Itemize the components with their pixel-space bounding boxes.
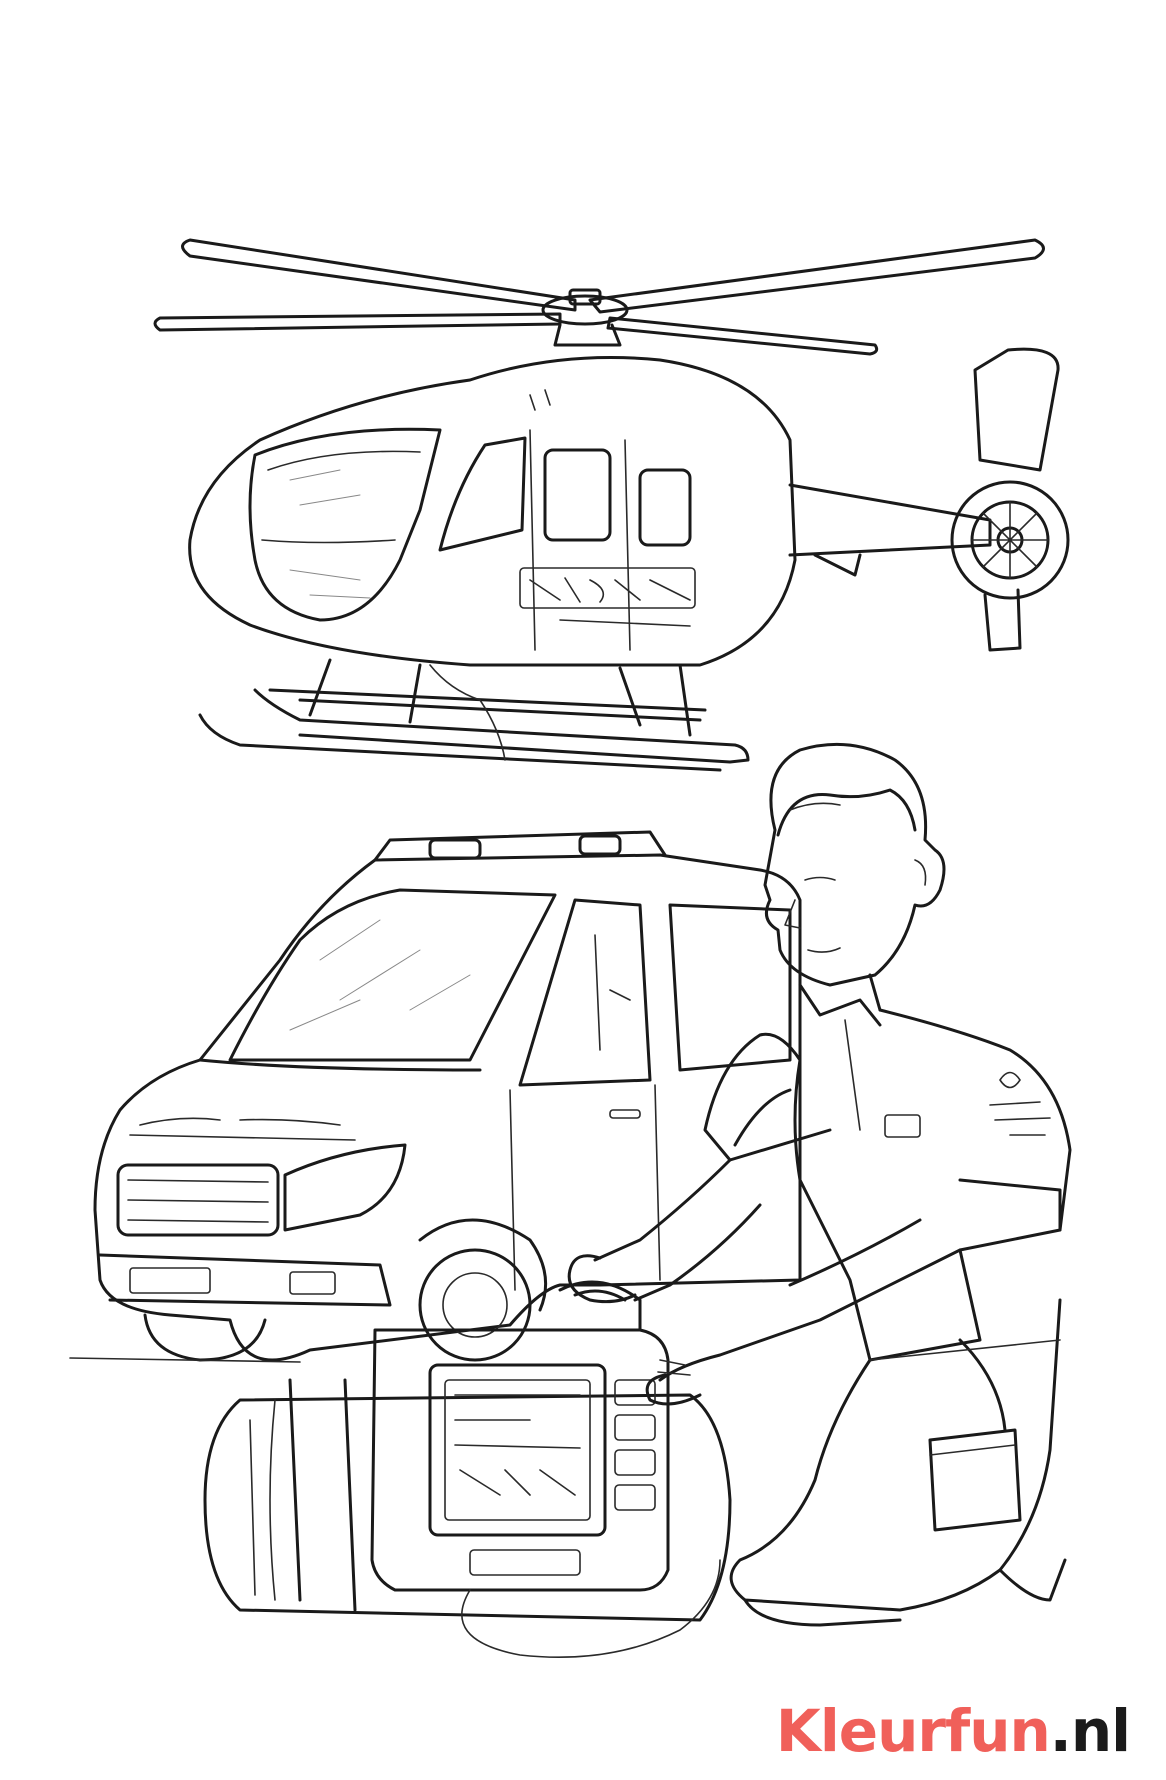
helicopter-tail xyxy=(788,347,1070,652)
defibrillator xyxy=(370,1328,721,1659)
ambulance xyxy=(69,830,802,1363)
paramedic xyxy=(567,742,1072,1627)
kleurfun-logo[interactable]: Kleurfun.nl xyxy=(776,1702,1131,1760)
logo-brand-text: Kleurfun xyxy=(775,1697,1051,1765)
helicopter xyxy=(153,238,1070,772)
helicopter-skids xyxy=(198,658,750,772)
helicopter-body xyxy=(188,356,797,667)
helicopter-rotor xyxy=(153,238,1045,356)
logo-tld-text: .nl xyxy=(1049,1697,1131,1765)
